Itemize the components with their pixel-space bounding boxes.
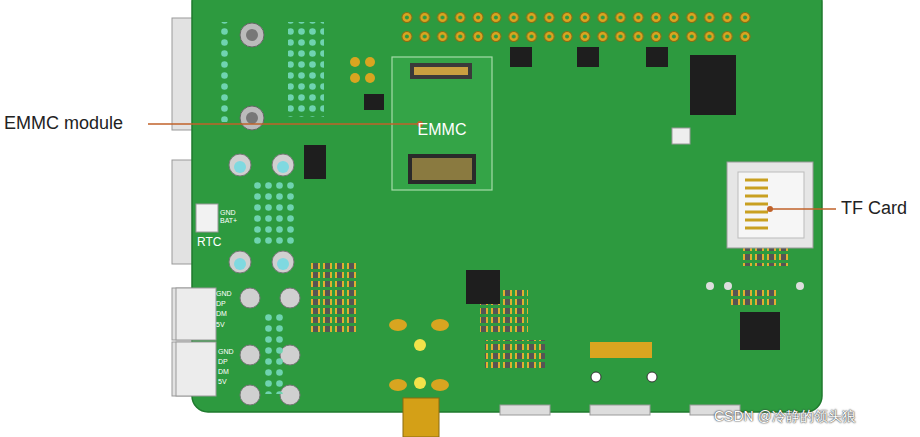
pin-name: GND	[218, 348, 234, 356]
pin-name: 5V	[216, 321, 225, 329]
emmc-module-box: EMMC	[392, 57, 492, 190]
pin-name: GND	[220, 209, 236, 217]
pin-name: 5V	[218, 378, 227, 386]
pin-name: DP	[216, 300, 226, 308]
watermark: CSDN @冷静的领头狼	[714, 409, 856, 424]
pin-name: BAT+	[220, 217, 237, 225]
pin-name: DM	[216, 310, 227, 318]
pin-name: DM	[218, 368, 229, 376]
connector-name: RTC	[197, 236, 221, 249]
pin-name: DP	[218, 358, 228, 366]
callout-label: EMMC module	[4, 114, 123, 134]
callout-label: TF Card	[841, 199, 907, 219]
pin-name: GND	[216, 290, 232, 298]
module-label: EMMC	[392, 121, 492, 139]
